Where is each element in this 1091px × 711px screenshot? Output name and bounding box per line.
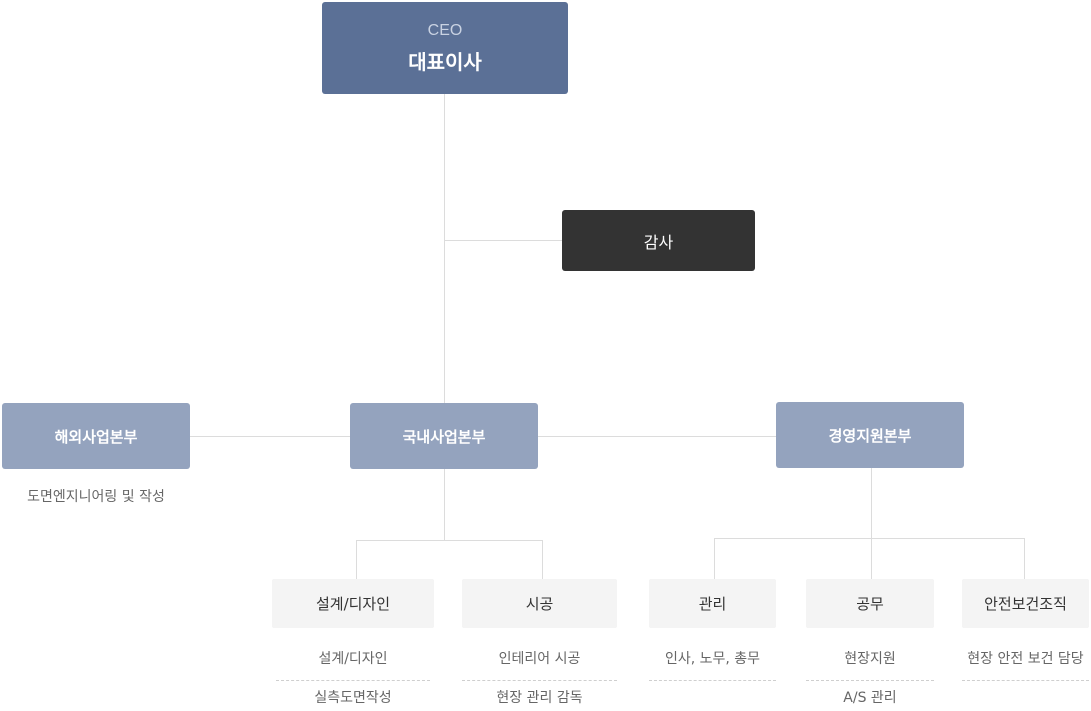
division-overseas: 해외사업본부	[2, 403, 190, 469]
connector-audit	[444, 240, 562, 241]
ceo-title-en: CEO	[427, 21, 463, 39]
division-domestic: 국내사업본부	[350, 403, 538, 469]
dept-admin-task-1: 인사, 노무, 총무	[649, 636, 776, 681]
dept-construction-task-1: 인테리어 시공	[462, 636, 617, 681]
division-domestic-label: 국내사업본부	[402, 427, 486, 446]
dept-engineering-task-1: 현장지원	[806, 636, 934, 681]
connector-dept-admin	[714, 538, 715, 579]
connector-dept-design	[356, 540, 357, 579]
dept-construction: 시공	[462, 579, 617, 628]
audit-box: 감사	[562, 210, 755, 271]
audit-label: 감사	[643, 232, 674, 252]
division-management-label: 경영지원본부	[828, 426, 912, 445]
connector-management-branch	[714, 538, 1025, 539]
dept-construction-label: 시공	[525, 595, 554, 613]
connector-domestic-branch	[356, 540, 543, 541]
division-overseas-description: 도면엔지니어링 및 작성	[27, 489, 165, 505]
dept-engineering: 공무	[806, 579, 934, 628]
dept-design-label: 설계/디자인	[315, 595, 391, 613]
division-management: 경영지원본부	[776, 402, 964, 468]
dept-safety-label: 안전보건조직	[984, 595, 1067, 613]
dept-engineering-task-2: A/S 관리	[843, 689, 897, 706]
dept-construction-task-2: 현장 관리 감독	[496, 689, 583, 706]
connector-dept-construction	[542, 540, 543, 579]
dept-safety-task-1: 현장 안전 보건 담당	[962, 636, 1089, 681]
dept-safety: 안전보건조직	[962, 579, 1089, 628]
dept-admin: 관리	[649, 579, 776, 628]
dept-admin-label: 관리	[698, 595, 727, 613]
division-overseas-label: 해외사업본부	[54, 427, 138, 446]
dept-design: 설계/디자인	[272, 579, 434, 628]
dept-design-task-1: 설계/디자인	[276, 636, 430, 681]
connector-dept-safety	[1024, 538, 1025, 579]
ceo-box: CEO 대표이사	[322, 2, 568, 94]
connector-management-down	[871, 467, 872, 579]
ceo-title-ko: 대표이사	[408, 49, 482, 74]
connector-domestic-down	[444, 468, 445, 540]
connector-ceo-trunk	[444, 93, 445, 405]
dept-design-task-2: 실측도면작성	[314, 689, 392, 706]
dept-engineering-label: 공무	[856, 595, 884, 613]
